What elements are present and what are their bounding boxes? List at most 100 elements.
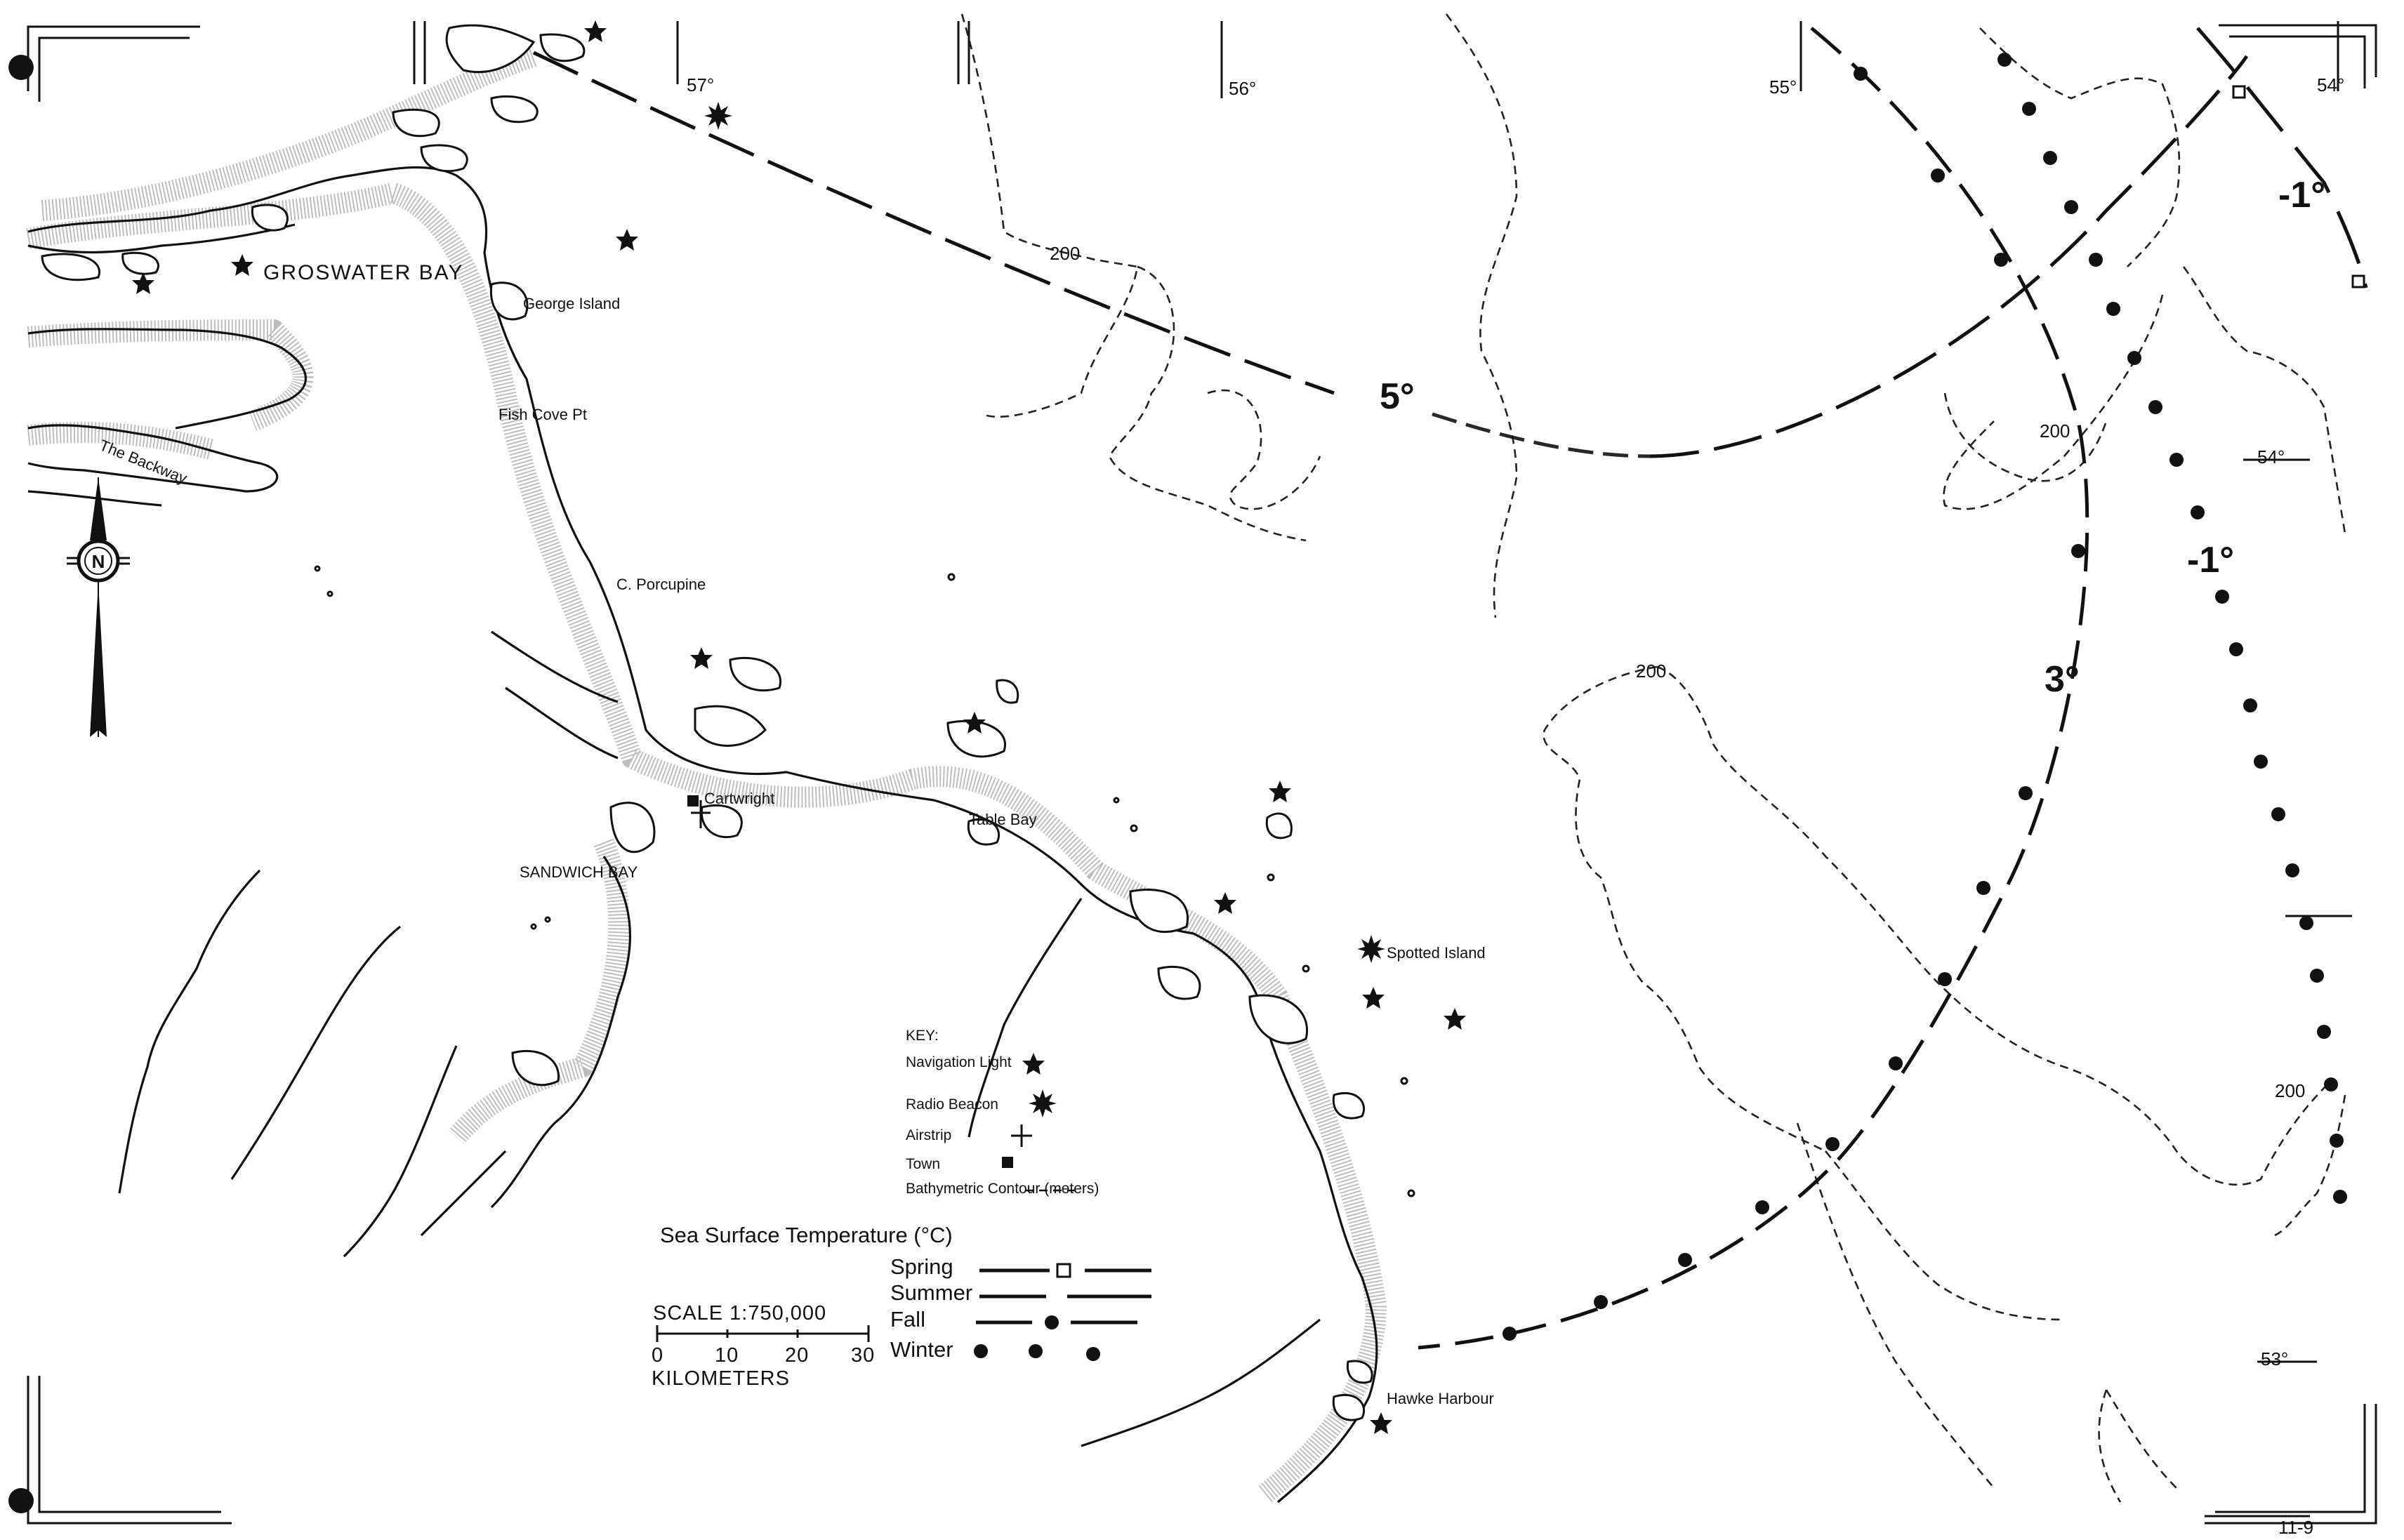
winter-marker bbox=[2310, 969, 2324, 983]
winter-marker bbox=[2064, 200, 2078, 214]
winter-marker bbox=[2106, 302, 2120, 316]
compass-rose-icon: N bbox=[67, 477, 130, 737]
winter-marker bbox=[2148, 400, 2162, 414]
square-icon bbox=[1002, 1157, 1013, 1168]
star-icon bbox=[1214, 892, 1236, 914]
starburst-icon bbox=[1029, 1089, 1057, 1117]
depth-label-c: 200 bbox=[2040, 420, 2070, 442]
winter-marker bbox=[2243, 698, 2257, 712]
scale-tick-10: 10 bbox=[715, 1344, 739, 1367]
star-icon bbox=[690, 647, 713, 669]
fall-marker bbox=[1994, 253, 2008, 267]
fall-marker bbox=[1938, 972, 1952, 986]
key-town: Town bbox=[906, 1156, 940, 1172]
punch-hole-bottom bbox=[8, 1488, 34, 1513]
depth-label-b: 200 bbox=[1636, 661, 1666, 682]
lon-label-57: 57° bbox=[687, 74, 714, 95]
star-icon bbox=[1370, 1412, 1392, 1434]
star-icon bbox=[1269, 781, 1291, 802]
frame-corners bbox=[8, 24, 2377, 1525]
lat-label-53: 53° bbox=[2261, 1348, 2288, 1369]
bathymetric-contours bbox=[960, 13, 2346, 1503]
winter-marker bbox=[974, 1344, 988, 1358]
spring-marker bbox=[1056, 1263, 1071, 1278]
fall-marker bbox=[1825, 1137, 1840, 1151]
starburst-icon bbox=[704, 102, 732, 130]
star-icon bbox=[132, 272, 154, 294]
isotherm-label-summer: 5° bbox=[1380, 376, 1415, 417]
fall-marker bbox=[2019, 786, 2033, 800]
sst-summer-label: Summer bbox=[890, 1280, 972, 1305]
fall-marker bbox=[1976, 881, 1990, 895]
label-cartwright: Cartwright bbox=[704, 790, 774, 807]
scale-label: SCALE 1:750,000 bbox=[653, 1302, 826, 1325]
winter-marker bbox=[2271, 807, 2285, 821]
graticule bbox=[413, 21, 2352, 1518]
star-icon bbox=[584, 20, 607, 42]
fall-marker bbox=[2071, 544, 2085, 558]
key-radio-beacon: Radio Beacon bbox=[906, 1096, 998, 1113]
spring-marker bbox=[2232, 85, 2246, 99]
label-hawke-harbour: Hawke Harbour bbox=[1387, 1390, 1494, 1407]
sst-title: Sea Surface Temperature (°C) bbox=[660, 1223, 953, 1247]
sst-winter-label: Winter bbox=[890, 1337, 953, 1362]
winter-marker bbox=[2169, 453, 2184, 467]
winter-marker bbox=[1029, 1344, 1043, 1358]
scale-tick-20: 20 bbox=[785, 1344, 809, 1367]
depth-label-a: 200 bbox=[1050, 243, 1080, 264]
winter-marker bbox=[2089, 253, 2103, 267]
square-icon bbox=[687, 795, 699, 806]
key-airstrip: Airstrip bbox=[906, 1127, 951, 1143]
sst-spring-label: Spring bbox=[890, 1254, 953, 1279]
label-table-bay: Table Bay bbox=[969, 811, 1037, 828]
starburst-icon bbox=[1357, 935, 1385, 963]
lon-label-55: 55° bbox=[1769, 77, 1797, 98]
fall-marker bbox=[1755, 1200, 1769, 1214]
winter-marker bbox=[2127, 351, 2141, 365]
fall-marker bbox=[1854, 67, 1868, 81]
label-george-island: George Island bbox=[523, 295, 620, 312]
sst-fall-label: Fall bbox=[890, 1307, 925, 1332]
isotherm-summer bbox=[532, 51, 2249, 458]
key-title: KEY: bbox=[906, 1028, 939, 1044]
isotherm-label-fall: 3° bbox=[2045, 659, 2080, 700]
fall-marker bbox=[1594, 1295, 1608, 1309]
label-sandwich-bay: SANDWICH BAY bbox=[520, 863, 638, 881]
winter-marker bbox=[2043, 151, 2057, 165]
map-symbols bbox=[132, 20, 1466, 1434]
fall-marker bbox=[1502, 1327, 1517, 1341]
cross-icon bbox=[1011, 1124, 1032, 1147]
lat-label-54: 54° bbox=[2257, 446, 2285, 467]
star-icon bbox=[1444, 1008, 1466, 1030]
star-icon bbox=[1362, 987, 1385, 1009]
winter-marker bbox=[2324, 1077, 2338, 1091]
lon-label-56: 56° bbox=[1229, 78, 1256, 99]
coastline bbox=[27, 166, 1378, 1504]
winter-marker bbox=[2285, 863, 2299, 877]
isotherm-label-spring: -1° bbox=[2278, 175, 2325, 215]
page-number: 11-9 bbox=[2278, 1517, 2313, 1538]
key-navigation-light: Navigation Light bbox=[906, 1054, 1012, 1070]
winter-marker bbox=[2299, 916, 2313, 930]
fall-marker bbox=[1678, 1253, 1692, 1267]
label-groswater-bay: GROSWATER BAY bbox=[263, 261, 463, 284]
winter-marker bbox=[2254, 755, 2268, 769]
label-fish-cove-pt: Fish Cove Pt bbox=[498, 406, 587, 423]
compass-letter: N bbox=[92, 551, 105, 572]
punch-hole-top bbox=[8, 55, 34, 80]
cross-icon bbox=[691, 800, 711, 828]
isotherm-fall bbox=[1418, 27, 2089, 1350]
scale-tick-0: 0 bbox=[652, 1344, 663, 1367]
winter-marker bbox=[2229, 642, 2243, 656]
scale-tick-30: 30 bbox=[851, 1344, 875, 1367]
isotherm-spring bbox=[2196, 27, 2368, 288]
fall-marker bbox=[1045, 1315, 1059, 1329]
winter-marker bbox=[2191, 505, 2205, 519]
fall-marker bbox=[1889, 1056, 1903, 1070]
star-icon bbox=[616, 229, 638, 251]
winter-marker bbox=[1997, 53, 2012, 67]
star-icon bbox=[1022, 1053, 1045, 1075]
key-bathymetric-contour: Bathymetric Contour (meters) bbox=[906, 1181, 1099, 1197]
scale-bar: SCALE 1:750,000 0 10 20 30 KILOMETERS bbox=[652, 1302, 875, 1390]
